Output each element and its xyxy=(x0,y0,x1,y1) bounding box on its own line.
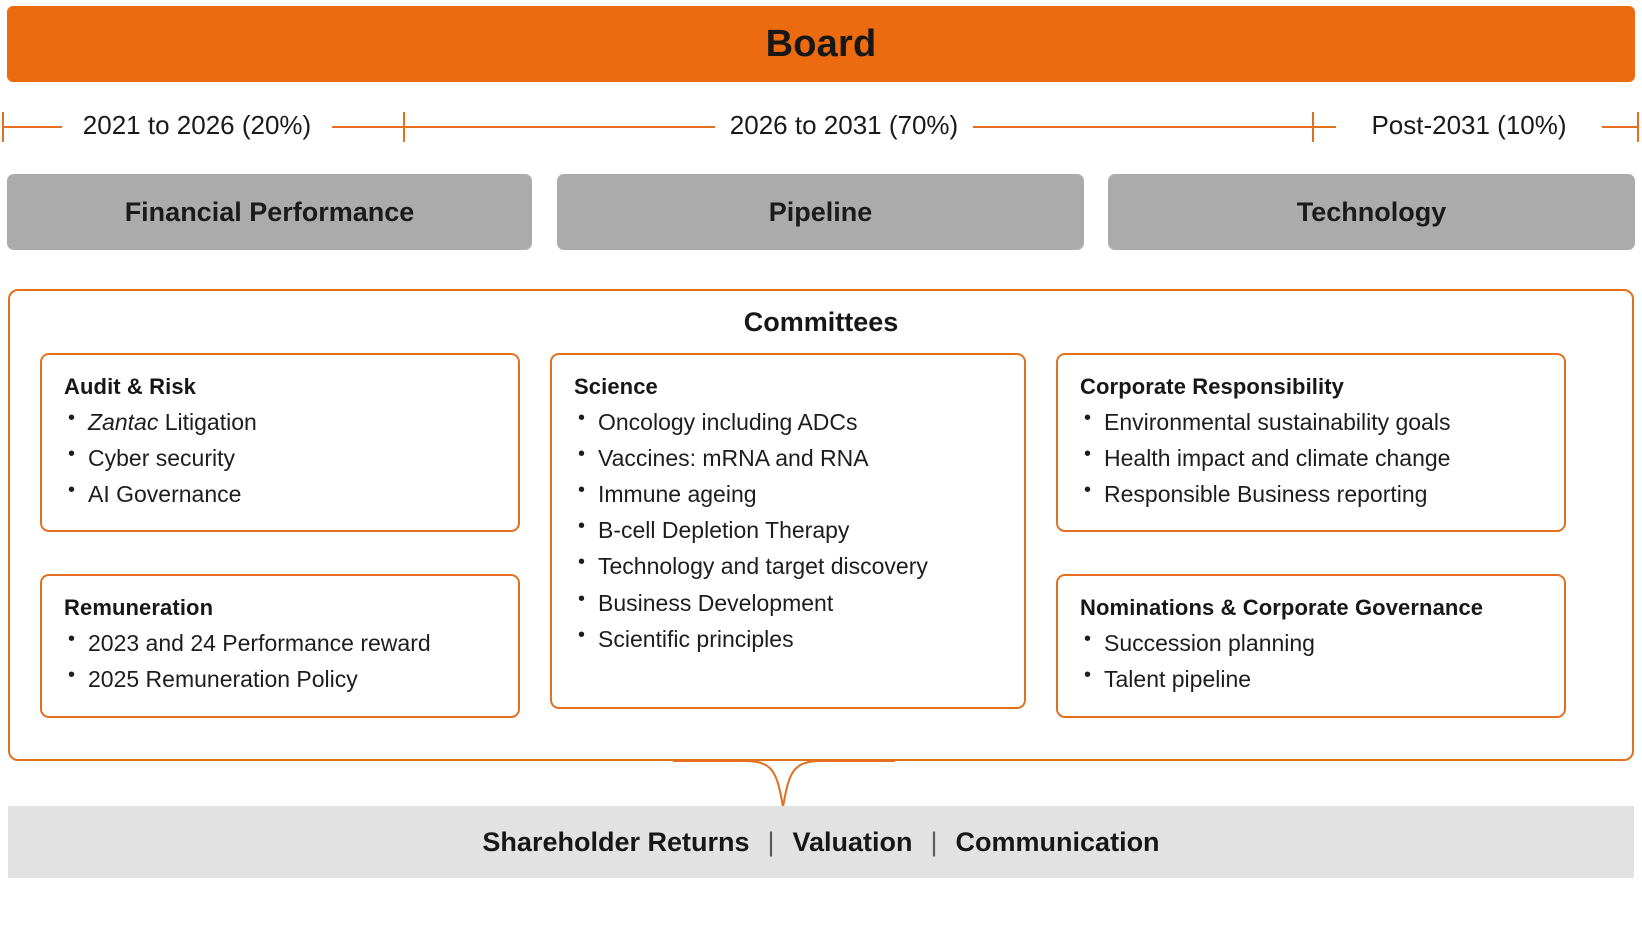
brace-connector xyxy=(673,760,895,810)
committees-column-3: Corporate Responsibility Environmental s… xyxy=(1056,353,1566,718)
card-list: Environmental sustainability goals Healt… xyxy=(1080,403,1542,512)
card-list: Oncology including ADCs Vaccines: mRNA a… xyxy=(574,403,1002,657)
italic-term: Zantac xyxy=(88,409,159,435)
card-title: Corporate Responsibility xyxy=(1080,374,1344,399)
committees-column-2: Science Oncology including ADCs Vaccines… xyxy=(550,353,1026,718)
bottom-item-valuation[interactable]: Valuation xyxy=(792,826,913,857)
timeline-label-1: 2021 to 2026 (20%) xyxy=(82,110,312,140)
board-banner: Board xyxy=(7,6,1635,82)
committee-card-remuneration[interactable]: Remuneration 2023 and 24 Performance rew… xyxy=(40,574,520,718)
committees-container: Committees Audit & Risk Zantac Litigatio… xyxy=(8,289,1634,761)
brace-icon xyxy=(673,760,895,808)
timeline-rule-1a xyxy=(4,126,62,128)
bottom-separator: | xyxy=(930,826,938,857)
list-item: Succession planning xyxy=(1080,624,1542,661)
timeline-tick-start xyxy=(2,112,4,142)
list-item: Zantac Litigation xyxy=(64,403,496,440)
timeline-tick-boundary-1 xyxy=(403,112,405,142)
card-title: Audit & Risk xyxy=(64,374,196,399)
timeline-label-2: 2026 to 2031 (70%) xyxy=(729,110,959,140)
card-title: Nominations & Corporate Governance xyxy=(1080,595,1484,621)
timeline: 2021 to 2026 (20%) 2026 to 2031 (70%) Po… xyxy=(0,104,1642,150)
card-list: Zantac Litigation Cyber security AI Gove… xyxy=(64,403,496,512)
bottom-summary-bar: Shareholder Returns | Valuation | Commun… xyxy=(8,806,1634,878)
list-item: Scientific principles xyxy=(574,620,1002,657)
list-item: 2023 and 24 Performance reward xyxy=(64,624,496,661)
list-item: Environmental sustainability goals xyxy=(1080,403,1542,440)
committee-card-audit-risk[interactable]: Audit & Risk Zantac Litigation Cyber sec… xyxy=(40,353,520,533)
board-title: Board xyxy=(765,22,877,65)
bottom-separator: | xyxy=(767,826,775,857)
list-item: Responsible Business reporting xyxy=(1080,475,1542,512)
committee-card-nominations-governance[interactable]: Nominations & Corporate Governance Succe… xyxy=(1056,574,1566,718)
pillar-headers: Financial Performance Pipeline Technolog… xyxy=(0,174,1642,250)
pillar-technology[interactable]: Technology xyxy=(1108,174,1635,250)
timeline-rule-3a xyxy=(1314,126,1336,128)
card-list: Succession planning Talent pipeline xyxy=(1080,624,1542,697)
list-item: Business Development xyxy=(574,584,1002,621)
card-list: 2023 and 24 Performance reward 2025 Remu… xyxy=(64,624,496,697)
timeline-rule-3b xyxy=(1602,126,1638,128)
list-item: B-cell Depletion Therapy xyxy=(574,511,1002,548)
list-item: Talent pipeline xyxy=(1080,660,1542,697)
list-item: Immune ageing xyxy=(574,475,1002,512)
list-item: Cyber security xyxy=(64,439,496,476)
pillar-pipeline[interactable]: Pipeline xyxy=(557,174,1084,250)
card-title: Science xyxy=(574,374,658,399)
committee-card-science[interactable]: Science Oncology including ADCs Vaccines… xyxy=(550,353,1026,709)
timeline-rule-2a xyxy=(405,126,715,128)
committees-heading: Committees xyxy=(743,307,899,337)
pillar-financial-performance[interactable]: Financial Performance xyxy=(7,174,532,250)
timeline-rule-2b xyxy=(973,126,1313,128)
list-item: AI Governance xyxy=(64,475,496,512)
card-title: Remuneration xyxy=(64,595,214,621)
list-item: Oncology including ADCs xyxy=(574,403,1002,440)
timeline-tick-end xyxy=(1637,112,1639,142)
pillar-label: Technology xyxy=(1296,196,1447,227)
list-item: Health impact and climate change xyxy=(1080,439,1542,476)
bottom-item-shareholder-returns[interactable]: Shareholder Returns xyxy=(482,826,750,857)
list-item: 2025 Remuneration Policy xyxy=(64,660,496,697)
committees-column-1: Audit & Risk Zantac Litigation Cyber sec… xyxy=(40,353,520,718)
timeline-label-3: Post-2031 (10%) xyxy=(1371,110,1567,140)
pillar-label: Pipeline xyxy=(768,196,873,227)
list-item: Technology and target discovery xyxy=(574,547,1002,584)
bottom-item-communication[interactable]: Communication xyxy=(955,826,1160,857)
timeline-tick-boundary-2 xyxy=(1312,112,1314,142)
pillar-label: Financial Performance xyxy=(124,196,415,227)
list-item: Vaccines: mRNA and RNA xyxy=(574,439,1002,476)
list-item-rest: Litigation xyxy=(158,409,257,435)
committees-columns: Audit & Risk Zantac Litigation Cyber sec… xyxy=(10,353,1632,718)
timeline-rule-1b xyxy=(332,126,404,128)
committee-card-corporate-responsibility[interactable]: Corporate Responsibility Environmental s… xyxy=(1056,353,1566,533)
